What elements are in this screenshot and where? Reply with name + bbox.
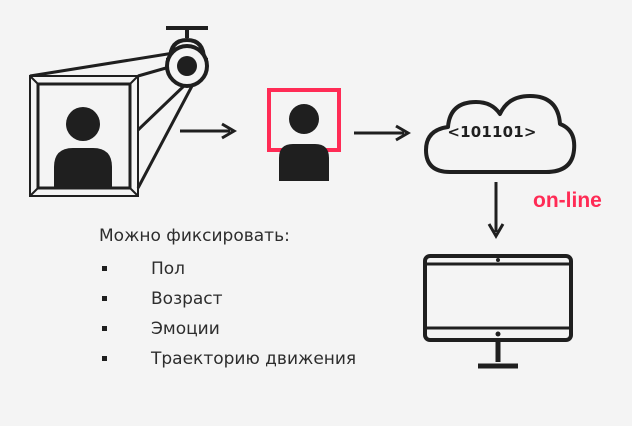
arrow-icon: [487, 182, 505, 239]
cloud-binary-label: <101101>: [447, 123, 537, 141]
features-list: Пол Возраст Эмоции Траекторию движения: [99, 254, 439, 374]
face-detection-icon: [267, 88, 341, 181]
bullet-icon: [102, 326, 107, 331]
feature-label: Пол: [151, 259, 186, 279]
arrow-camera-to-face: [178, 122, 240, 140]
list-item: Возраст: [99, 284, 439, 314]
monitor: [418, 250, 578, 376]
cloud-icon: [424, 94, 577, 174]
arrow-cloud-to-monitor: [486, 180, 506, 240]
detected-face: [289, 104, 319, 134]
camera-scene: [0, 0, 220, 200]
camera-view-outer-frame: [29, 75, 139, 197]
feature-label: Эмоции: [151, 319, 220, 339]
online-label: on-line: [533, 189, 602, 212]
camera-scene-drawing: [29, 26, 209, 197]
arrow-icon: [180, 122, 237, 140]
bullet-icon: [102, 296, 107, 301]
features-block: Можно фиксировать: Пол Возраст Эмоции Тр…: [99, 223, 439, 374]
feature-label: Траекторию движения: [151, 349, 357, 369]
monitor-icon: [423, 254, 573, 369]
camera-view-lines: [29, 50, 194, 189]
security-camera-icon: [165, 26, 209, 88]
features-heading: Можно фиксировать:: [99, 226, 290, 246]
cloud: [420, 80, 580, 180]
list-item: Эмоции: [99, 314, 439, 344]
list-item: Пол: [99, 254, 439, 284]
frame-corner-marks: [29, 75, 139, 197]
detected-body: [279, 144, 329, 181]
face-detection: [262, 86, 348, 184]
bullet-icon: [102, 266, 107, 271]
arrow-icon: [354, 124, 411, 142]
feature-label: Возраст: [151, 289, 223, 309]
arrow-face-to-cloud: [352, 124, 414, 142]
bullet-icon: [102, 356, 107, 361]
list-item: Траекторию движения: [99, 344, 439, 374]
person-icon: [54, 107, 112, 188]
